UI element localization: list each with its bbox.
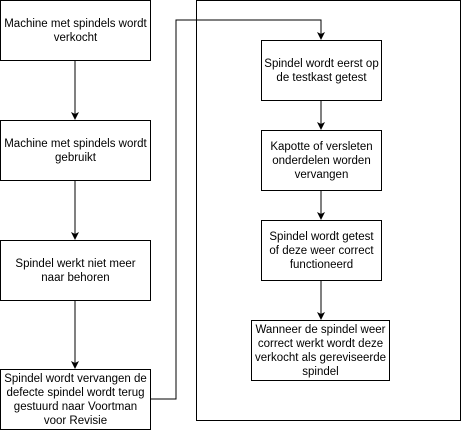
step-machine-sold-label: Machine met spindels wordt verkocht bbox=[4, 17, 147, 44]
arrow-left-to-right bbox=[151, 19, 325, 400]
step-machine-sold: Machine met spindels wordt verkocht bbox=[0, 0, 151, 61]
step-sold-revised: Wanneer de spindel weer correct werkt wo… bbox=[251, 320, 390, 381]
step-test-bench-label: Spindel wordt eerst op de testkast getes… bbox=[264, 57, 379, 84]
step-spindle-replaced: Spindel wordt vervangen de defecte spind… bbox=[0, 369, 151, 430]
step-replace-parts-label: Kapotte of versleten onderdelen worden v… bbox=[270, 140, 373, 181]
step-spindle-malfunction-label: Spindel werkt niet meer naar behoren bbox=[15, 257, 136, 284]
step-spindle-malfunction: Spindel werkt niet meer naar behoren bbox=[0, 240, 151, 301]
step-spindle-replaced-label: Spindel wordt vervangen de defecte spind… bbox=[4, 372, 147, 427]
step-test-bench: Spindel wordt eerst op de testkast getes… bbox=[261, 40, 382, 101]
step-retest-label: Spindel wordt getest of deze weer correc… bbox=[269, 230, 374, 271]
step-machine-used-label: Machine met spindels wordt gebruikt bbox=[4, 137, 147, 164]
step-machine-used: Machine met spindels wordt gebruikt bbox=[0, 120, 151, 181]
step-sold-revised-label: Wanneer de spindel weer correct werkt wo… bbox=[254, 323, 387, 378]
step-retest: Spindel wordt getest of deze weer correc… bbox=[261, 220, 382, 281]
step-replace-parts: Kapotte of versleten onderdelen worden v… bbox=[261, 130, 382, 191]
